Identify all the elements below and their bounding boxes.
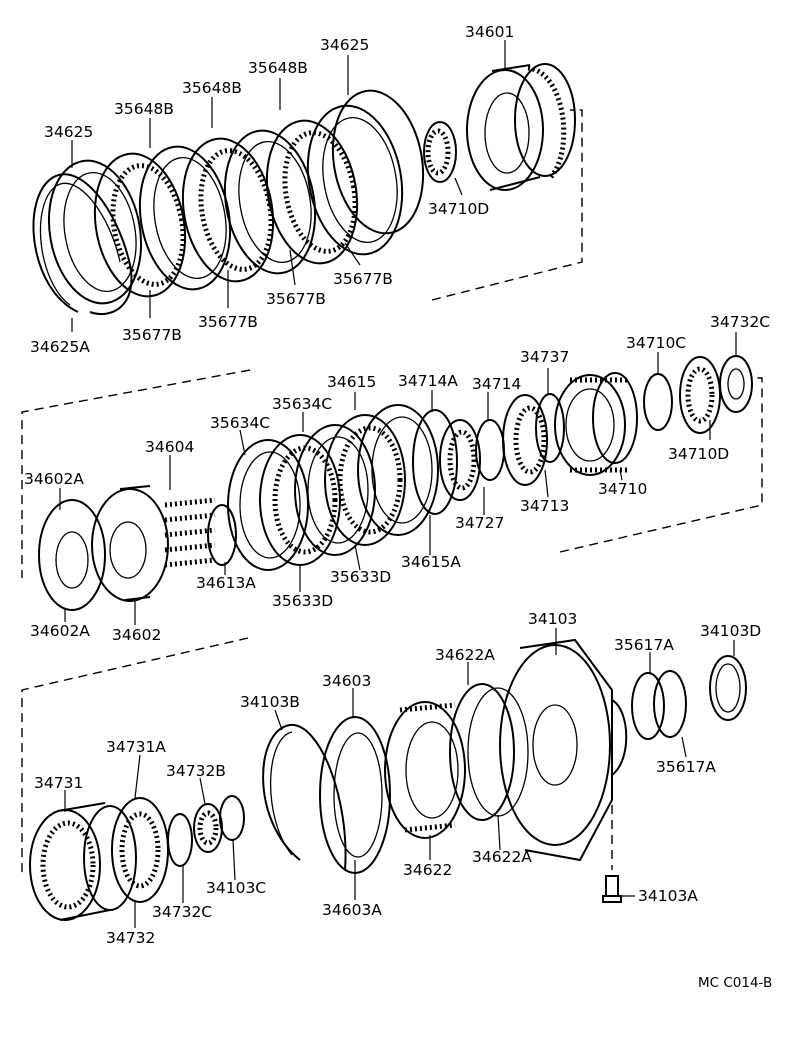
label-35648b-2: 35648B: [182, 79, 242, 97]
label-35677b-1: 35677B: [333, 270, 393, 288]
label-34710d-top: 34710D: [428, 200, 489, 218]
bearing-34710d: [679, 356, 721, 434]
clutch-plate-stack: [93, 89, 425, 298]
snap-ring-34625a: [32, 173, 133, 316]
band-34103b: [262, 723, 347, 871]
snap-ring-34615a: [412, 409, 458, 515]
label-34615: 34615: [327, 373, 376, 391]
bottom-brake-group: [21, 637, 747, 921]
leader-lines: [59, 40, 737, 928]
plate-35634c: [227, 439, 309, 571]
washer-34710c: [643, 373, 673, 431]
label-35633d-2: 35633D: [272, 592, 333, 610]
label-34622a-bot: 34622A: [472, 848, 532, 866]
washer-34732c-bottom: [167, 813, 193, 867]
label-34622a-top: 34622A: [435, 646, 495, 664]
label-34603a: 34603A: [322, 901, 382, 919]
plate-34615: [357, 404, 439, 536]
label-34103b: 34103B: [240, 693, 300, 711]
ring-gear-34731: [29, 802, 137, 921]
o-ring-34622a-outer: [449, 683, 515, 821]
middle-planetary-group: [21, 355, 763, 611]
label-34103: 34103: [528, 610, 577, 628]
case-34103: [499, 638, 628, 862]
retainer-plate-34625: [47, 159, 143, 305]
label-34604: 34604: [145, 438, 194, 456]
label-34615a: 34615A: [401, 553, 461, 571]
assembly-bracket-mid-right: [559, 377, 763, 553]
part-labels: 34601 34625 35648B 35648B 35648B 34625 3…: [24, 23, 772, 991]
label-34732c-bot: 34732C: [152, 903, 212, 921]
assembly-bracket-mid-left: [21, 369, 251, 578]
label-34625-top: 34625: [320, 36, 369, 54]
label-34713: 34713: [520, 497, 569, 515]
label-34731a: 34731A: [106, 738, 166, 756]
label-35648b-3: 35648B: [114, 100, 174, 118]
washer-34103d: [709, 655, 747, 721]
washer-34732c-top: [719, 355, 753, 413]
label-35634c-2: 35634C: [210, 414, 270, 432]
label-35648b-1: 35648B: [248, 59, 308, 77]
label-34727: 34727: [455, 514, 504, 532]
label-34613a: 34613A: [196, 574, 256, 592]
diagram-code: MC C014-B: [698, 975, 772, 991]
label-34602: 34602: [112, 626, 161, 644]
label-34601: 34601: [465, 23, 514, 41]
washer-34103c: [219, 795, 245, 841]
label-35617a-top: 35617A: [614, 636, 674, 654]
label-34602a-bot: 34602A: [30, 622, 90, 640]
label-34103a: 34103A: [638, 887, 698, 905]
label-34732b: 34732B: [166, 762, 226, 780]
label-34602a-top: 34602A: [24, 470, 84, 488]
label-34732c-top: 34732C: [710, 313, 770, 331]
label-34737: 34737: [520, 348, 569, 366]
piston-34602: [91, 488, 169, 602]
label-34622: 34622: [403, 861, 452, 879]
label-35634c-1: 35634C: [272, 395, 332, 413]
return-spring-34604: [164, 497, 216, 568]
label-34710d-mid: 34710D: [668, 445, 729, 463]
label-34625a: 34625A: [30, 338, 90, 356]
piston-34622: [384, 701, 466, 839]
label-35677b-4: 35677B: [122, 326, 182, 344]
sun-gear-34713: [502, 394, 548, 486]
thrust-bearing-34710d: [423, 121, 457, 183]
snap-ring-34613a: [207, 504, 237, 566]
o-ring-35617a-2: [653, 670, 687, 738]
planetary-carrier-34710: [554, 372, 638, 476]
label-34603: 34603: [322, 672, 371, 690]
assembly-bracket-bottom: [21, 637, 249, 878]
label-34731: 34731: [34, 774, 83, 792]
label-34103c: 34103C: [206, 879, 266, 897]
label-34625-left: 34625: [44, 123, 93, 141]
label-34714: 34714: [472, 375, 521, 393]
label-35677b-3: 35677B: [198, 313, 258, 331]
label-34710c: 34710C: [626, 334, 686, 352]
o-ring-34622a-inner: [467, 687, 529, 817]
label-35617a-bot: 35617A: [656, 758, 716, 776]
label-34714a: 34714A: [398, 372, 458, 390]
label-35677b-2: 35677B: [266, 290, 326, 308]
washer-34602a: [38, 499, 106, 611]
label-34103d: 34103D: [700, 622, 761, 640]
label-34710: 34710: [598, 480, 647, 498]
label-34732: 34732: [106, 929, 155, 947]
o-ring-35617a-1: [631, 672, 665, 740]
label-35633d-1: 35633D: [330, 568, 391, 586]
clutch-34603: [319, 716, 391, 874]
assembly-bracket-top: [431, 109, 583, 301]
bolt-34103a: [602, 875, 622, 903]
drum-34601: [466, 63, 576, 191]
